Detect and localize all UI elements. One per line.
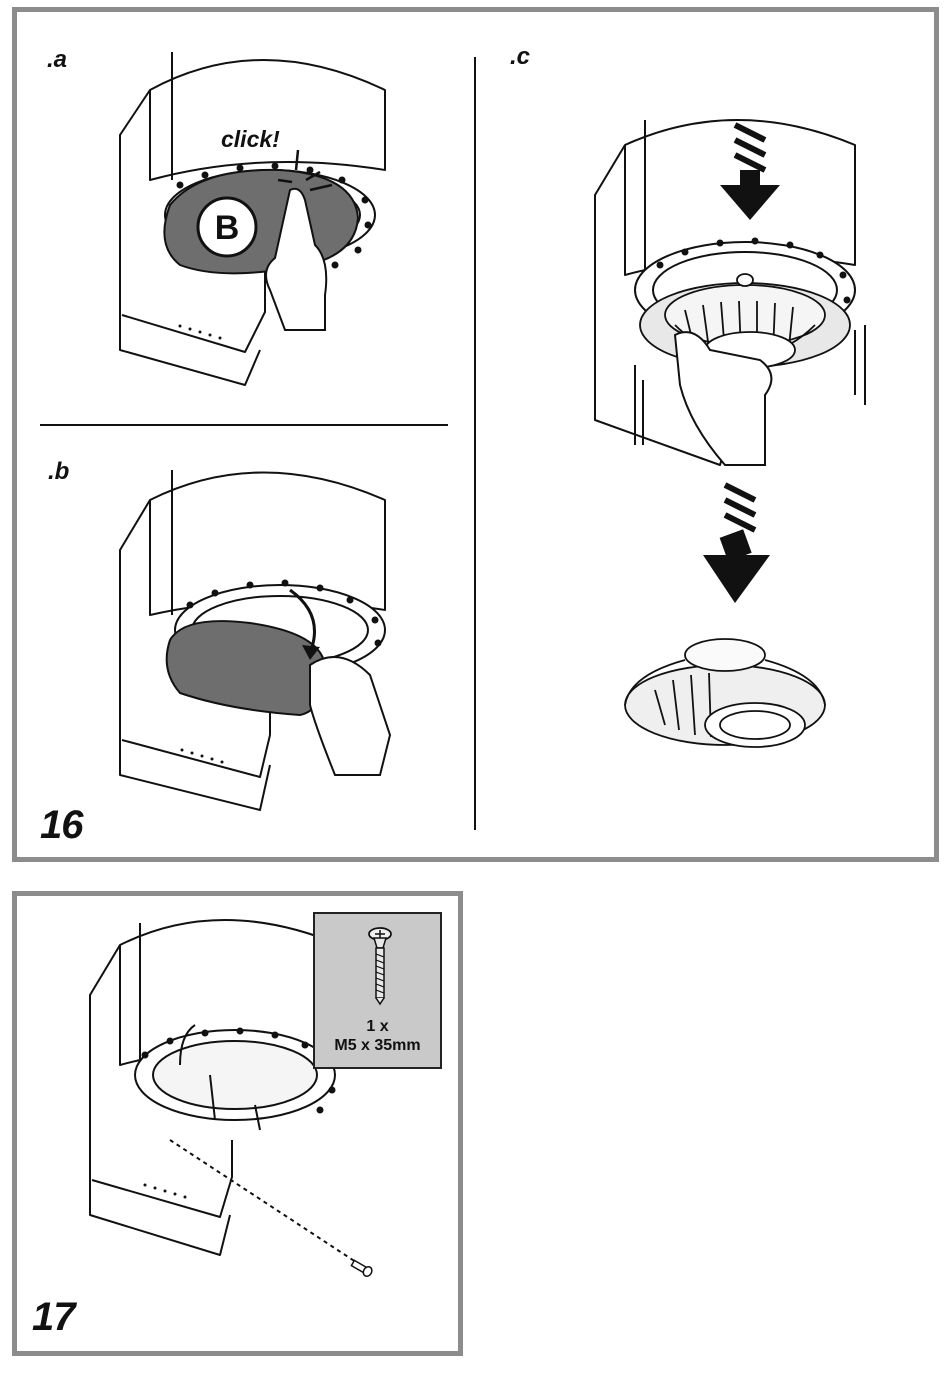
screw-spec-box: 1 x M5 x 35mm	[313, 912, 442, 1069]
horizontal-divider	[40, 424, 448, 426]
figure-17-number: 17	[32, 1297, 75, 1337]
screw-icon	[350, 1259, 373, 1278]
part-b-badge: B	[196, 196, 258, 258]
arrow-down-icon	[703, 485, 770, 603]
screw-quantity: 1 x	[315, 1018, 440, 1036]
hood-filter-remove-drawing	[110, 465, 400, 825]
step-a-label: .a	[47, 48, 67, 72]
screw-icon	[365, 926, 395, 1006]
click-text: click!	[221, 128, 280, 151]
step-c-label: .c	[510, 45, 530, 69]
hand	[310, 657, 390, 775]
motor-unit-removal-drawing	[585, 115, 885, 775]
screw-size: M5 x 35mm	[315, 1037, 440, 1055]
figure-16-number: 16	[40, 805, 83, 845]
part-b-letter: B	[215, 209, 240, 247]
step-b-label: .b	[48, 460, 69, 484]
vertical-divider	[474, 57, 476, 830]
motor-fan-unit	[625, 639, 825, 747]
